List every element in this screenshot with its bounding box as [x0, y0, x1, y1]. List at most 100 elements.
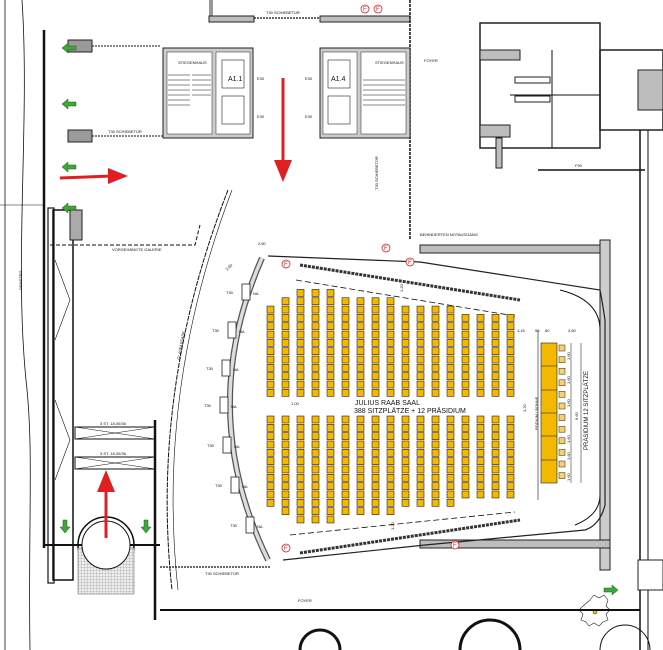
- seat: [461, 440, 470, 449]
- presidium-seat: [558, 391, 566, 398]
- seat: [371, 339, 380, 347]
- presidium-seat: [558, 367, 566, 375]
- seat: [341, 424, 350, 432]
- door-rating-label: T30: [226, 290, 234, 295]
- seat: [431, 474, 440, 482]
- seat: [401, 364, 410, 372]
- seat: [311, 314, 320, 322]
- seat: [371, 465, 380, 474]
- seat: [416, 424, 425, 432]
- seat: [386, 305, 395, 314]
- seat: [266, 498, 275, 507]
- seat: [356, 424, 365, 432]
- seat: [341, 355, 350, 364]
- seat: [341, 380, 350, 389]
- seat: [341, 322, 350, 331]
- seat: [476, 415, 485, 424]
- seat: [341, 347, 350, 356]
- seat: [281, 297, 290, 306]
- seat: [431, 449, 440, 457]
- seat: [476, 474, 485, 482]
- seat: [491, 339, 500, 347]
- seat: [281, 355, 290, 364]
- seat: [476, 355, 485, 364]
- seat: [386, 465, 395, 474]
- seat: [386, 314, 395, 322]
- seat: [356, 330, 365, 339]
- seat: [446, 330, 455, 339]
- seat: [281, 507, 290, 515]
- seat: [416, 474, 425, 482]
- seat: [311, 424, 320, 432]
- seat: [446, 389, 455, 397]
- fire-extinguisher-icon: F: [281, 259, 291, 269]
- seat: [356, 490, 365, 499]
- seat: [341, 449, 350, 457]
- seat: [386, 482, 395, 490]
- seat: [461, 322, 470, 331]
- seat: [506, 474, 515, 482]
- seat: [401, 424, 410, 432]
- seat: [371, 498, 380, 507]
- seat: [401, 389, 410, 397]
- presidium-seat: [558, 414, 566, 421]
- seat: [401, 330, 410, 339]
- seat: [311, 364, 320, 372]
- seat: [296, 355, 305, 364]
- seat: [341, 507, 350, 515]
- seat: [326, 314, 335, 322]
- seat: [326, 449, 335, 457]
- seat: [446, 380, 455, 389]
- seat: [491, 355, 500, 364]
- seat: [311, 515, 320, 524]
- seat: [476, 347, 485, 356]
- seat: [386, 380, 395, 389]
- hall-walls: GLASFASSADE 2.60 2.60 1.20 1.20 1.20 1.1…: [166, 189, 606, 591]
- seat: [416, 498, 425, 507]
- seat: [266, 415, 275, 424]
- seat: [401, 490, 410, 499]
- seat: [416, 415, 425, 424]
- seat: [431, 380, 440, 389]
- seat: [326, 339, 335, 347]
- presidium-seat: [558, 460, 566, 468]
- hall-title: 1.00 JULIUS RAAB SAAL 388 SITZPLÄTZE + 1…: [270, 398, 514, 415]
- seat: [326, 507, 335, 515]
- seat: [266, 330, 275, 339]
- seat: [386, 347, 395, 356]
- seat: [326, 322, 335, 331]
- seat: [326, 415, 335, 424]
- seat: [431, 339, 440, 347]
- presidium-seat: [558, 425, 566, 433]
- seat: [326, 457, 335, 465]
- seat: [356, 389, 365, 397]
- seat: [356, 314, 365, 322]
- seat: [506, 314, 515, 322]
- door-rating-label: T30: [215, 483, 223, 488]
- seat: [281, 440, 290, 449]
- accessible-exit-label: BEHINDERTEN NOTAUSGANG: [420, 232, 478, 237]
- podium-stage: PODIUM / BÜHNE PRÄSIDIUM 12 SITZPLÄTZE 1…: [534, 342, 590, 484]
- seat: [371, 424, 380, 432]
- seat: [356, 355, 365, 364]
- seat: [401, 457, 410, 465]
- seat: [386, 432, 395, 440]
- seat: [446, 364, 455, 372]
- seat: [461, 330, 470, 339]
- seat: [371, 314, 380, 322]
- seat: [371, 457, 380, 465]
- dimension: 60: [545, 328, 550, 333]
- seat: [506, 440, 515, 449]
- seat: [311, 457, 320, 465]
- presidium-seat: [558, 356, 566, 363]
- svg-text:F: F: [284, 262, 288, 268]
- seat: [296, 289, 305, 297]
